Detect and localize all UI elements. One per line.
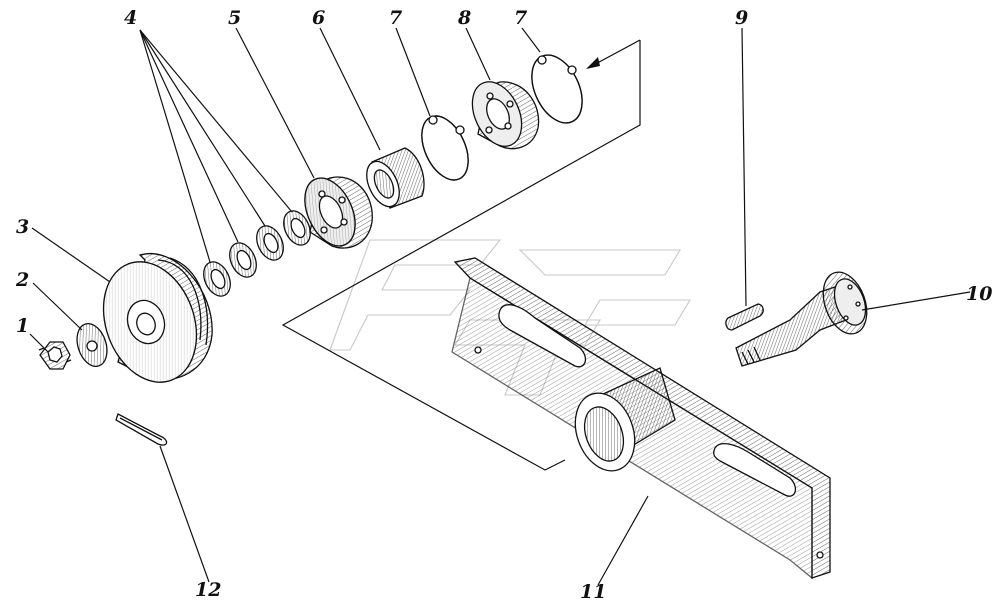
retaining-ring-left — [421, 115, 469, 181]
callout-12: 12 — [195, 579, 221, 601]
callout-11: 11 — [580, 581, 606, 603]
bracket — [451, 257, 831, 580]
shim-3 — [256, 225, 284, 261]
pulley — [102, 252, 213, 383]
ball-bearing-5 — [304, 176, 373, 249]
spacer-sleeve — [366, 147, 425, 209]
callout-4: 4 — [124, 7, 137, 29]
castle-nut — [38, 341, 72, 370]
stub-shaft — [735, 271, 868, 367]
callout-7-left: 7 — [389, 7, 402, 29]
callout-labels: 1 2 3 4 5 6 7 8 7 9 10 11 12 — [15, 7, 992, 603]
ball-bearing-8 — [471, 81, 540, 150]
cotter-pin — [115, 413, 168, 446]
key — [725, 303, 764, 331]
shim-2 — [229, 242, 257, 278]
callout-9: 9 — [735, 7, 748, 29]
callout-8: 8 — [457, 7, 471, 29]
callout-10: 10 — [966, 283, 992, 305]
assembly-guide-line — [281, 40, 641, 471]
guide-arrowhead — [586, 57, 600, 69]
callout-7-right: 7 — [514, 7, 527, 29]
callout-3: 3 — [16, 216, 29, 238]
callout-1: 1 — [16, 315, 29, 337]
washer — [76, 322, 108, 368]
retaining-ring-right — [531, 54, 583, 124]
shim-1 — [203, 261, 231, 297]
callout-6: 6 — [312, 7, 325, 29]
shim-4 — [283, 210, 311, 246]
leader-lines — [29, 27, 971, 586]
callout-2: 2 — [15, 269, 29, 291]
callout-5: 5 — [228, 7, 241, 29]
shim-set — [203, 210, 311, 297]
